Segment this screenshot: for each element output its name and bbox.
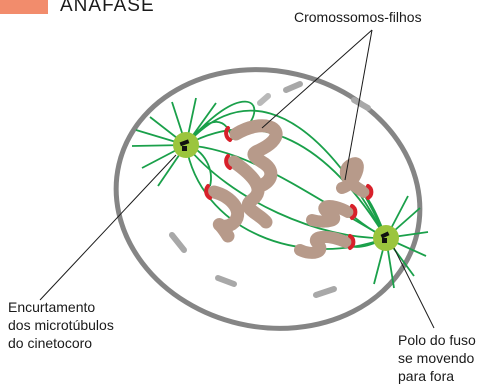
cell-membrane — [90, 40, 446, 358]
vesicle — [260, 96, 268, 103]
spindle-pole-right — [373, 225, 399, 251]
vesicle — [286, 84, 300, 90]
leader-line — [262, 30, 372, 128]
label-pole-moving-2: se movendo — [398, 350, 474, 366]
vesicle — [218, 278, 234, 284]
stage-tag — [0, 0, 48, 14]
chromosome — [312, 206, 348, 222]
label-kinetochore-shortening-2: dos microtúbulos — [8, 317, 114, 333]
leader-line — [394, 248, 434, 328]
vesicle — [172, 235, 184, 250]
chromosome — [300, 237, 346, 253]
vesicle — [316, 289, 334, 295]
stage-title: ANÁFASE — [60, 0, 155, 16]
label-pole-moving-3: para fora — [398, 368, 454, 384]
label-daughter-chromosomes: Cromossomos-filhos — [294, 9, 422, 25]
label-kinetochore-shortening-1: Encurtamento — [8, 299, 95, 315]
spindle-pole-left — [173, 132, 199, 158]
vesicle — [354, 100, 368, 108]
label-kinetochore-shortening-3: do cinetocoro — [8, 335, 92, 351]
label-pole-moving-1: Polo do fuso — [398, 332, 476, 348]
